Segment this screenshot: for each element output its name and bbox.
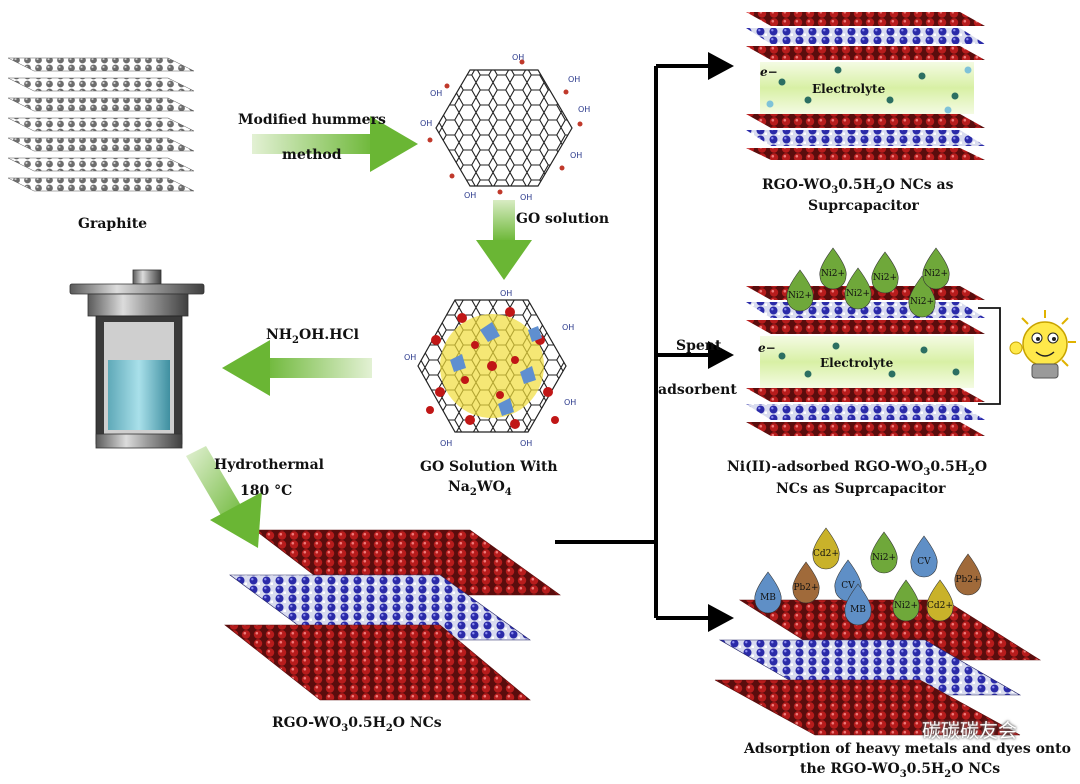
supercapacitor-illustration	[746, 12, 985, 160]
oh-label: OH	[512, 53, 524, 62]
droplet-label-bottom-8: Ni2+	[894, 601, 918, 611]
droplet-label-top-2: Ni2+	[846, 289, 870, 299]
droplet-bottom-7	[954, 553, 982, 596]
electron-label: e−	[760, 65, 778, 79]
droplet-label-bottom-2: Cd2+	[813, 549, 839, 559]
oh-label: OH	[570, 151, 582, 160]
modified-hummers-label: Modified hummers	[238, 112, 386, 128]
droplet-bottom-9	[926, 579, 954, 622]
graphite-label: Graphite	[78, 216, 148, 232]
droplet-label-bottom-4: Ni2+	[872, 553, 896, 563]
droplet-bottom-2	[812, 527, 840, 570]
spent-label: Spent	[676, 338, 722, 354]
ni-supercapacitor-label-line1: Ni(II)-adsorbed RGO-WO30.5H2O	[727, 459, 988, 478]
oh-label: OH	[520, 439, 532, 448]
oh-label: OH	[420, 119, 432, 128]
hydrothermal-label: Hydrothermal	[214, 457, 324, 473]
supercapacitor-label-line2: Suprcapacitor	[808, 198, 919, 214]
droplet-label-bottom-7: Pb2+	[955, 575, 980, 585]
droplet-label-bottom-9: Cd2+	[927, 601, 953, 611]
oh-label: OH	[520, 193, 532, 202]
go-tungstate-illustration: OH OH OH OH OH OH	[404, 289, 576, 448]
droplet-label-top-3: Ni2+	[873, 273, 897, 283]
adsorbent-label: adsorbent	[658, 382, 737, 398]
green-arrow-diagonal	[186, 446, 262, 548]
oh-label: OH	[500, 289, 512, 298]
oh-label: OH	[464, 191, 476, 200]
adsorption-illustration	[714, 599, 1042, 736]
droplet-label-top-1: Ni2+	[821, 269, 845, 279]
autoclave-illustration	[69, 269, 205, 449]
rgo-wo3-nanocomposite-illustration	[224, 529, 561, 701]
oh-label: OH	[578, 105, 590, 114]
electron-label-ni: e−	[758, 341, 776, 355]
ni-supercapacitor-label-line2: NCs as Suprcapacitor	[776, 481, 946, 497]
temperature-label: 180 °C	[240, 483, 293, 499]
droplet-bottom-1	[792, 561, 820, 604]
graphite-illustration	[7, 57, 195, 192]
watermark: 碳碳碳友会	[922, 720, 1018, 742]
droplet-label-bottom-3: CV	[841, 581, 855, 591]
droplet-label-top-5: Ni2+	[924, 269, 948, 279]
light-bulb-icon	[1009, 310, 1076, 379]
graphene-oxide-illustration: OH OH OH OH OH OH OH OH	[420, 53, 590, 202]
droplet-top-3	[871, 251, 899, 294]
go-solution-with-label: GO Solution With	[420, 459, 558, 475]
droplet-bottom-4	[870, 531, 898, 574]
na2wo4-label: Na2WO4	[448, 479, 512, 498]
green-arrow-left	[222, 340, 372, 396]
method-label: method	[282, 147, 342, 163]
droplet-top-0	[786, 269, 814, 312]
droplet-top-1	[819, 247, 847, 290]
oh-label: OH	[440, 439, 452, 448]
supercapacitor-label-line1: RGO-WO30.5H2O NCs as	[762, 177, 954, 196]
droplet-top-2	[844, 267, 872, 310]
droplet-bottom-5	[844, 583, 872, 626]
droplet-bottom-0	[754, 571, 782, 614]
adsorption-label-line2: the RGO-WO30.5H2O NCs	[800, 761, 1001, 780]
oh-label: OH	[564, 398, 576, 407]
oh-label: OH	[562, 323, 574, 332]
droplet-label-bottom-6: CV	[917, 557, 931, 567]
oh-label: OH	[404, 353, 416, 362]
nickel-ion-droplets: Ni2+Ni2+Ni2+Ni2+Ni2+Ni2+	[786, 247, 950, 318]
oh-label: OH	[430, 89, 442, 98]
green-arrow-down	[476, 200, 532, 280]
rgo-ncs-label: RGO-WO30.5H2O NCs	[272, 715, 442, 734]
droplet-bottom-8	[892, 579, 920, 622]
droplet-bottom-6	[910, 535, 938, 578]
adsorption-label-line1: Adsorption of heavy metals and dyes onto	[744, 741, 1071, 757]
nh2oh-hcl-label: NH2OH.HCl	[266, 327, 359, 346]
droplet-label-bottom-0: MB	[760, 593, 776, 603]
droplet-top-5	[922, 247, 950, 290]
electrolyte-label: Electrolyte	[812, 82, 886, 96]
droplet-label-bottom-5: MB	[850, 605, 866, 615]
pollutant-droplets: MB Pb2+ Cd2+ CV Ni2+ MB CV Pb2+ Ni2+ Cd2+	[754, 527, 982, 626]
go-solution-label: GO solution	[516, 211, 610, 227]
electrolyte-label-ni: Electrolyte	[820, 356, 894, 370]
droplet-label-top-0: Ni2+	[788, 291, 812, 301]
droplet-label-top-4: Ni2+	[910, 297, 934, 307]
black-arrow-branches	[555, 52, 734, 632]
oh-label: OH	[568, 75, 580, 84]
droplet-label-bottom-1: Pb2+	[793, 583, 818, 593]
green-arrow-right	[252, 116, 418, 172]
